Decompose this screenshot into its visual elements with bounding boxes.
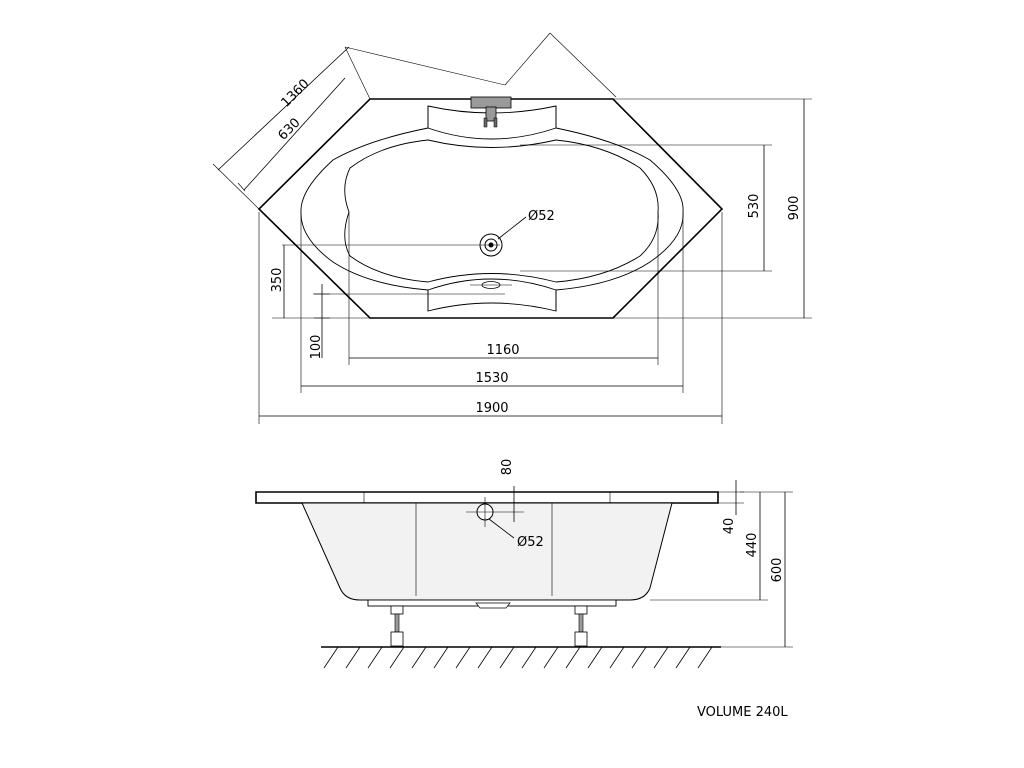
dim-80: 80 [500,459,515,476]
lower-seat-edge [427,278,557,311]
dim-diagonal-630: 630 [275,115,303,143]
dim-drain-100: 100 [309,335,324,360]
dim-length-1900: 1900 [475,401,508,416]
side-leg-left [390,605,404,647]
volume-label: VOLUME 240L [697,705,788,720]
tub-basin-floor [344,139,659,283]
tap-fixture [470,96,512,128]
dim-height-900: 900 [787,196,802,221]
dim-diagonal-1360: 1360 [279,77,313,111]
overflow-diameter-label: Ø52 [517,535,544,550]
side-leg-right [574,605,588,647]
tub-basin-outer-contour [300,105,684,312]
dim-inner-530: 530 [747,194,762,219]
floor-hatch [323,646,713,669]
dim-length-1160: 1160 [486,343,519,358]
dim-drain-350: 350 [270,268,285,293]
top-view: Ø52 1360 630 900 530 350 [212,32,812,424]
upper-seat-edge [427,106,557,140]
drain-diameter-label: Ø52 [528,209,555,224]
dim-length-1530: 1530 [475,371,508,386]
side-basin-body [301,502,673,601]
dim-440: 440 [745,533,760,558]
dim-600: 600 [770,558,785,583]
overflow-marker [470,281,512,289]
side-view: Ø52 80 40 440 600 [255,459,793,669]
side-rim [255,491,719,504]
overflow-icon [466,497,524,527]
dim-40: 40 [722,518,737,535]
